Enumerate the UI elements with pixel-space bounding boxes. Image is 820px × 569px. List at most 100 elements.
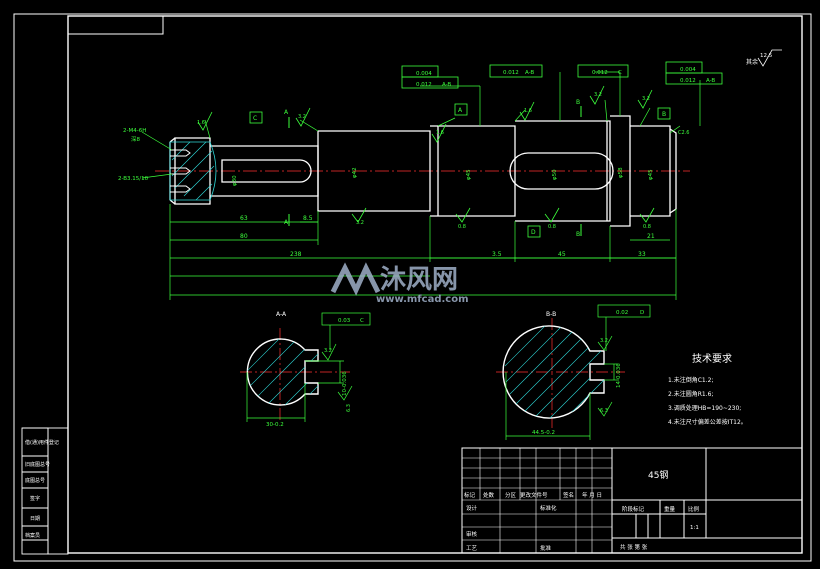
tech-req-item: 1.未注倒角C1.2; <box>668 376 713 384</box>
side-table-cell: 旧底图总号 <box>25 461 50 468</box>
title-block: 标记 处数 分区 更改文件号 签名 年 月 日 设计 标准化 审核 工艺 批准 … <box>461 447 803 554</box>
side-table-cell: 档案员 <box>25 532 40 539</box>
aa-symmetry-tol: 0.03 <box>338 318 351 324</box>
shaft-main-view: 0.004 0.012 A-B 0.012 A-B 0.012 C 0.004 … <box>118 61 723 300</box>
fcf-datum: A-B <box>525 70 534 76</box>
bb-depth-dim: 14-0.036 <box>616 363 622 388</box>
tb-mark: 标记 <box>464 491 476 499</box>
tech-req-item: 4.未注尺寸偏差公差按IT12。 <box>668 418 747 426</box>
fcf-value: 0.004 <box>416 71 432 77</box>
watermark-url: www.mfcad.com <box>376 294 469 305</box>
datum-b: B <box>662 111 666 118</box>
dim-21: 21 <box>647 233 655 240</box>
chamfer-note: C2.6 <box>678 130 689 136</box>
diameter-values: φ30 φ42 φ45 φ50 φ58 φ45 <box>232 167 654 186</box>
dim-8-5: 8.5 <box>303 215 313 222</box>
tb-date: 年 月 日 <box>582 491 602 499</box>
fcf-datum: A-B <box>442 82 451 88</box>
fcf-value: 0.012 <box>592 70 608 76</box>
end-section-hatch <box>171 141 215 201</box>
tb-material: 45钢 <box>648 469 668 481</box>
rough-value: 0.8 <box>548 224 556 230</box>
fcf-value: 0.012 <box>416 82 432 88</box>
bb-symmetry-tol: 0.02 <box>616 310 628 316</box>
bb-rough-2: 6.3 <box>600 408 608 414</box>
rough-value: 1.6 <box>436 130 444 136</box>
diam-30: φ30 <box>232 175 238 186</box>
tech-req-item: 3.调质处理HB=190~230; <box>668 404 741 412</box>
datum-boxes <box>249 103 671 238</box>
tb-scale: 1:1 <box>690 525 699 531</box>
tech-requirements: 技术要求 1.未注倒角C1.2; 2.未注圆角R1.6; 3.调质处理HB=19… <box>668 352 747 426</box>
bb-symmetry-datum: D <box>640 310 644 316</box>
cut-mark-b-bottom: B <box>576 231 580 238</box>
roughness-note-symbol <box>757 49 782 67</box>
side-record-table: 借(通)用件登记 旧底图总号 底图总号 签字 日期 档案员 <box>21 427 69 555</box>
aa-hatch <box>247 339 318 405</box>
bb-outline <box>502 325 605 419</box>
fcf-datum: A-B <box>706 78 715 84</box>
datum-d: D <box>531 229 536 236</box>
watermark-logo-icon <box>330 262 381 296</box>
tb-design: 设计 <box>466 504 478 512</box>
roughness-note-label: 其余 <box>746 58 758 66</box>
hole-notes: 2-M4-6H 深8 2-B3.15/10 <box>118 128 149 182</box>
section-b-b-label: B-B <box>546 311 556 318</box>
center-hole-note: 2-B3.15/10 <box>118 176 149 182</box>
diam-58: φ58 <box>618 167 624 178</box>
dim-80: 80 <box>240 233 248 240</box>
cut-lines <box>288 106 582 236</box>
fcf-datum: C <box>618 70 622 76</box>
tech-req-title: 技术要求 <box>692 352 732 365</box>
side-table-cell: 签字 <box>30 495 40 502</box>
bb-width-dim: 44.5-0.2 <box>532 430 555 436</box>
side-table-cell: 借(通)用件登记 <box>25 439 59 446</box>
tb-review: 审核 <box>466 530 478 538</box>
tb-zone: 分区 <box>505 491 517 499</box>
tb-stage-mark: 阶段标记 <box>622 505 645 513</box>
watermark-brand: 沐风网 <box>380 265 458 295</box>
corner-box <box>67 15 164 35</box>
cut-mark-a-top: A <box>284 109 289 116</box>
inner-frame <box>67 15 803 554</box>
side-table-cell: 日期 <box>30 516 40 522</box>
datum-letters: A B C D <box>253 107 666 236</box>
rough-value: 1.6 <box>197 120 205 126</box>
roughness-values: 1.6 3.2 3.2 1.6 3.2 3.2 1.6 0.8 0.8 0.8 … <box>197 92 689 230</box>
tb-scale-label: 比例 <box>688 505 700 513</box>
dim-238: 238 <box>290 251 302 258</box>
end-section-boundary <box>169 141 217 201</box>
cut-mark-b-top: B <box>576 99 580 106</box>
side-table-cell: 底图总号 <box>25 477 45 484</box>
general-roughness-note: 其余 12.5 <box>746 49 782 67</box>
diam-45-b: φ45 <box>648 169 654 180</box>
aa-width-dim: 30-0.2 <box>266 422 284 428</box>
rough-value: 3.2 <box>642 96 650 102</box>
rough-value: 3.2 <box>594 92 602 98</box>
aa-rough: 3.2 <box>324 348 332 354</box>
dim-63: 63 <box>240 215 248 222</box>
watermark: 沐风网 www.mfcad.com <box>330 262 469 305</box>
aa-symmetry-datum: C <box>360 318 364 324</box>
fcf-value: 0.012 <box>503 70 519 76</box>
fcf-values: 0.004 0.012 A-B 0.012 A-B 0.012 C 0.004 … <box>416 67 715 88</box>
tb-signature: 签名 <box>563 491 574 499</box>
tb-process: 工艺 <box>466 545 478 552</box>
section-b-b: B-B 44.5-0.2 14-0.036 0.02 D 3.2 <box>496 304 651 440</box>
outer-frame <box>13 13 812 562</box>
rough-value: 0.8 <box>643 224 651 230</box>
tb-count: 处数 <box>483 491 495 499</box>
fcf-value: 0.012 <box>680 78 696 84</box>
thread-note: 2-M4-6H <box>123 128 146 134</box>
thread-depth-note: 深8 <box>131 135 141 143</box>
roughness-note-value: 12.5 <box>760 53 773 59</box>
diam-42: φ42 <box>352 167 358 178</box>
dim-45: 45 <box>558 251 566 258</box>
tb-approve: 批准 <box>540 544 552 552</box>
section-a-a: A-A 30-0.2 10-0.036 0.03 C 3.2 6.3 <box>240 311 371 428</box>
rough-value: 3.2 <box>298 114 306 120</box>
section-a-a-label: A-A <box>276 311 287 318</box>
rough-value: 3.2 <box>356 220 364 226</box>
bb-dimensions <box>505 304 651 440</box>
